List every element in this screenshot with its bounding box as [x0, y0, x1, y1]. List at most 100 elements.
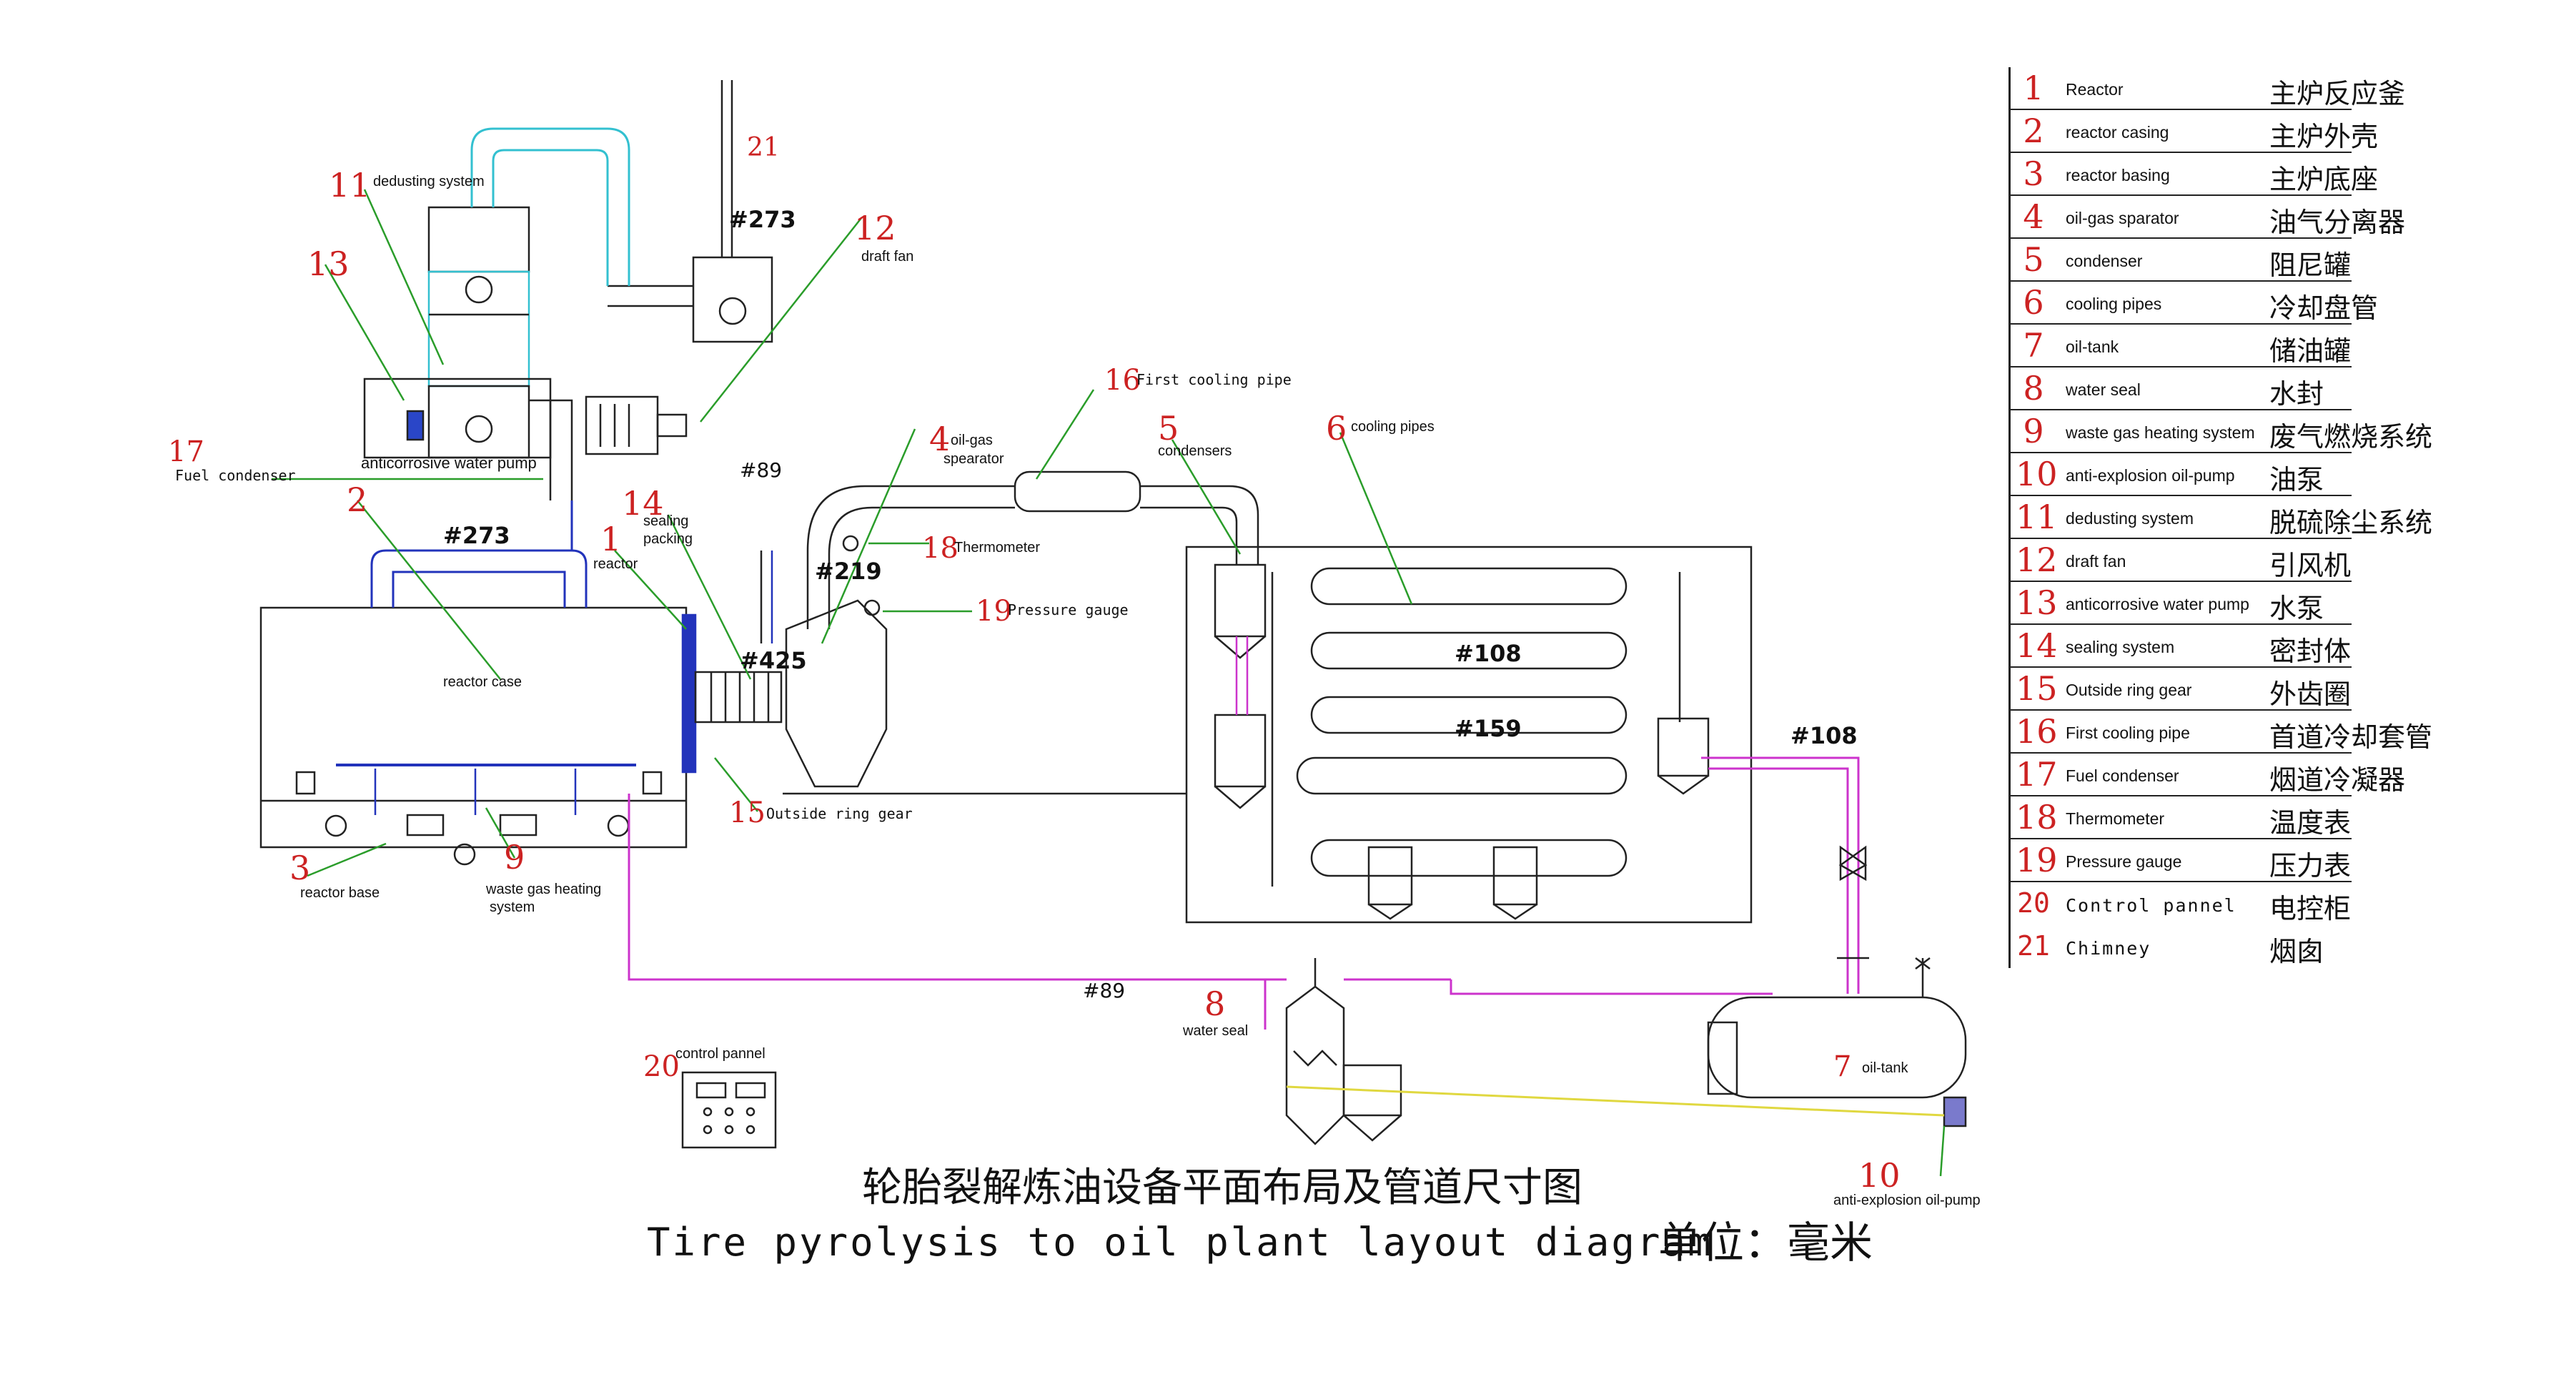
callout-text-8: water seal [1182, 1023, 1248, 1039]
pipe-size-ring-gear: #425 [740, 647, 807, 674]
legend-number: 5 [2023, 240, 2044, 279]
legend-number: 6 [2023, 283, 2044, 322]
legend-number: 21 [2017, 930, 2050, 962]
legend-label-en: dedusting system [2066, 509, 2194, 528]
legend-number: 11 [2016, 498, 2058, 536]
legend-rule [2008, 452, 2352, 453]
callout-text-15: Outside ring gear [766, 805, 913, 822]
legend-label-en: water seal [2066, 380, 2141, 399]
legend-rule [2008, 323, 2352, 325]
callout-text-6: cooling pipes [1351, 419, 1435, 435]
legend-label-en: reactor basing [2066, 166, 2170, 184]
callout-text-9b: system [490, 899, 535, 915]
legend-number: 8 [2023, 369, 2044, 408]
callout-text-4a: oil-gas [951, 433, 993, 448]
oil-tank [1707, 957, 1967, 1127]
legend-label-zh: 阻尼罐 [2269, 250, 2352, 281]
valve [1837, 845, 1869, 959]
callout-text-16: First cooling pipe [1136, 371, 1292, 388]
callout-number-19: 19 [976, 595, 1012, 628]
legend-rule [2008, 881, 2352, 882]
legend-label-zh: 水泵 [2269, 593, 2324, 624]
callout-text-10: anti-explosion oil-pump [1833, 1193, 1981, 1208]
callout-number-15: 15 [729, 796, 766, 829]
pipe-size-cooling-a: #108 [1455, 640, 1522, 667]
legend-label-zh: 电控柜 [2269, 893, 2352, 924]
callout-number-3: 3 [289, 849, 310, 887]
legend-label-zh: 外齿圈 [2269, 678, 2352, 710]
callout-text-14b: packing [643, 531, 693, 547]
legend-label-zh: 压力表 [2269, 850, 2352, 882]
legend-label-en: oil-gas sparator [2066, 209, 2179, 227]
legend-label-zh: 脱硫除尘系统 [2269, 507, 2433, 538]
callout-text-12: draft fan [861, 249, 913, 265]
diagram-title-en: Tire pyrolysis to oil plant layout diagr… [647, 1220, 1713, 1265]
cooling-pipes [1271, 567, 1710, 920]
legend-number: 19 [2016, 841, 2058, 879]
legend-number: 4 [2023, 197, 2044, 236]
legend-label-zh: 引风机 [2269, 550, 2352, 581]
legend-label-en: Fuel condenser [2066, 766, 2179, 785]
callout-number-17: 17 [168, 435, 204, 468]
callout-number-4: 4 [929, 420, 950, 458]
legend-label-zh: 温度表 [2269, 807, 2352, 839]
pipe-size-chimney: #273 [729, 206, 796, 233]
legend-row: 11 dedusting system 脱硫除尘系统 [2008, 496, 2509, 539]
callout-number-11: 11 [329, 166, 371, 204]
callout-number-8: 8 [1204, 984, 1225, 1023]
unit-label: 单位：毫米 [1658, 1218, 1873, 1268]
legend-label-en: Pressure gauge [2066, 852, 2182, 871]
legend-label-zh: 油泵 [2269, 464, 2324, 495]
reactor-front [681, 613, 783, 774]
legend-row: 19 Pressure gauge 压力表 [2008, 839, 2509, 882]
callout-text-18: Thermometer [954, 540, 1040, 556]
legend-rule [2008, 366, 2352, 367]
callout-number-20: 20 [643, 1050, 680, 1083]
callout-text-2: reactor case [443, 674, 522, 690]
legend-label-en: reactor casing [2066, 123, 2169, 142]
exhaust-pipe [470, 127, 630, 286]
legend-label-en: cooling pipes [2066, 295, 2162, 313]
pipe-size-separator: #219 [815, 558, 882, 585]
callout-number-10: 10 [1858, 1156, 1901, 1195]
legend-label-zh: 主炉外壳 [2269, 121, 2379, 152]
legend-rule [2008, 709, 2352, 711]
legend-rule [2008, 838, 2352, 839]
callout-text-19: Pressure gauge [1008, 601, 1129, 618]
legend-label-zh: 储油罐 [2269, 335, 2352, 367]
legend-label-zh: 主炉底座 [2269, 164, 2379, 195]
legend-label-en: condenser [2066, 252, 2143, 270]
callout-number-13: 13 [307, 245, 350, 283]
legend-label-en: Control pannel [2066, 895, 2236, 916]
legend-label-en: oil-tank [2066, 337, 2119, 356]
reactor-case [259, 606, 688, 849]
legend-rule [2008, 581, 2352, 582]
pump-line [1286, 1085, 1945, 1117]
pipe-size-bottom: #89 [1083, 979, 1125, 1002]
legend-rule [2008, 752, 2352, 754]
callout-number-7: 7 [1833, 1050, 1851, 1083]
legend-rule [2008, 109, 2352, 110]
legend-row: 5 condenser 阻尼罐 [2008, 239, 2509, 282]
callout-text-13: anticorrosive water pump [361, 454, 537, 472]
chimney [608, 80, 773, 343]
legend-rule [2008, 280, 2352, 282]
legend-label-en: First cooling pipe [2066, 724, 2190, 742]
legend-number: 16 [2016, 712, 2058, 751]
legend-label-en: sealing system [2066, 638, 2175, 656]
callout-text-14a: sealing [643, 513, 688, 529]
legend-number: 2 [2023, 112, 2044, 150]
